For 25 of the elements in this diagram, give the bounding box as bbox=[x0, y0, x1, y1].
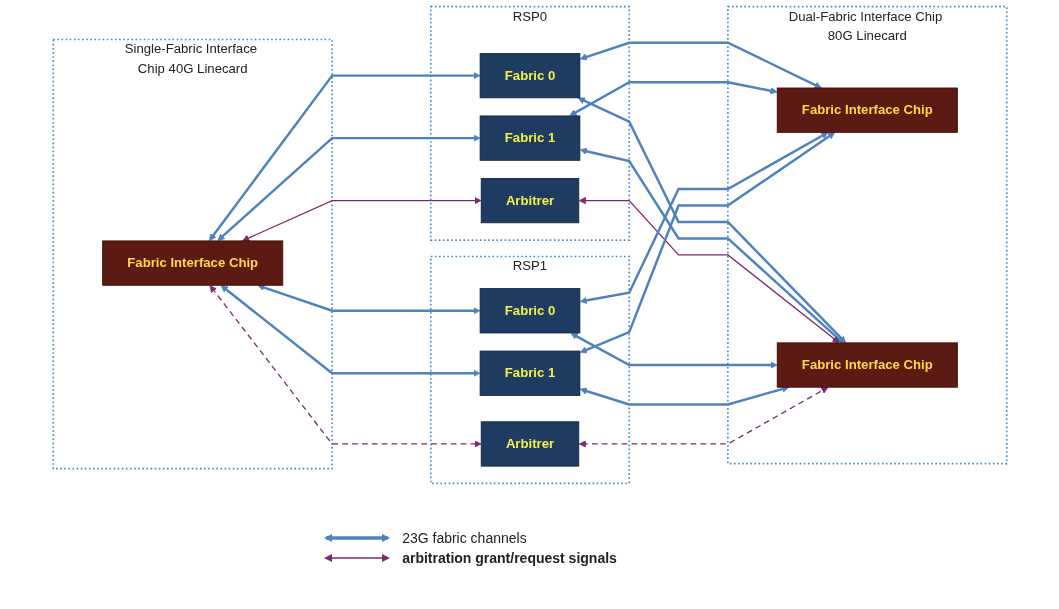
legend-text: 23G fabric channels bbox=[402, 530, 527, 546]
arrow bbox=[579, 385, 789, 406]
arrow bbox=[209, 285, 482, 448]
node-box: Fabric 0 bbox=[479, 53, 580, 99]
arrow bbox=[578, 386, 828, 448]
arrow bbox=[216, 134, 480, 241]
arrow bbox=[568, 80, 778, 117]
arrow bbox=[570, 332, 778, 369]
arrow bbox=[220, 285, 480, 377]
node-box: Fabric Interface Chip bbox=[101, 240, 283, 286]
node-box: Fabric Interface Chip bbox=[776, 87, 958, 133]
arrow bbox=[257, 284, 480, 315]
node-box: Fabric 1 bbox=[479, 115, 580, 161]
arrow bbox=[577, 97, 846, 344]
node-box: Fabric 1 bbox=[479, 350, 580, 396]
arrow bbox=[578, 197, 840, 344]
legend-text: arbitration grant/request signals bbox=[402, 550, 617, 566]
node-box: Fabric Interface Chip bbox=[776, 342, 958, 388]
node-box: Arbitrer bbox=[480, 421, 579, 467]
node-box: Arbitrer bbox=[480, 178, 579, 224]
arrow bbox=[579, 132, 828, 304]
arrow bbox=[579, 41, 822, 89]
arrow bbox=[208, 72, 480, 241]
node-box: Fabric 0 bbox=[479, 288, 580, 334]
arrow bbox=[241, 197, 482, 242]
